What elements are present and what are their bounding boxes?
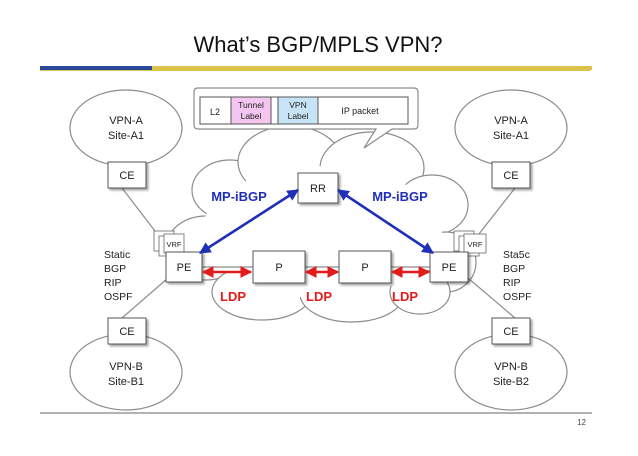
packet-field-l2-label: L2 — [210, 107, 220, 117]
router-pe-left-label: PE — [177, 262, 192, 274]
packet-field-vpn-label — [277, 96, 319, 125]
site-bottom-right-line1: VPN-B — [494, 361, 528, 373]
packet-field-tunnel-label — [230, 96, 272, 125]
ldp-label-right: LDP — [392, 289, 418, 304]
site-oval-top-left — [69, 89, 183, 167]
protocol-right-0: Sta5c — [503, 249, 530, 261]
router-ce-top-left[interactable] — [107, 161, 147, 189]
page-title: What’s BGP/MPLS VPN? — [193, 32, 442, 57]
site-bottom-right-line2: Site-B2 — [493, 376, 529, 388]
router-ce-top-right[interactable] — [491, 161, 531, 189]
protocol-left-3: OSPF — [104, 291, 133, 303]
router-ce-bottom-right-label: CE — [503, 326, 518, 338]
site-bottom-left-line2: Site-B1 — [108, 376, 144, 388]
routing-protocols-right: Sta5c BGP RIP OSPF — [503, 249, 532, 303]
mp-ibgp-label-right: MP-iBGP — [372, 189, 428, 204]
title-bar-yellow — [152, 66, 592, 70]
mp-ibgp-arrow-right — [337, 188, 434, 255]
router-ce-top-right-label: CE — [503, 170, 518, 182]
ldp-label-middle: LDP — [306, 289, 332, 304]
packet-field-ip: IP packet — [341, 106, 379, 116]
protocol-left-1: BGP — [104, 263, 126, 275]
packet-field-vpn-text-1: VPN — [289, 100, 306, 110]
site-top-left-line1: VPN-A — [109, 115, 143, 127]
link-ce-b1-pe-left — [121, 277, 169, 319]
packet-field-tunnel-text-1: Tunnel — [238, 100, 264, 110]
protocol-right-3: OSPF — [503, 291, 532, 303]
mp-ibgp-label-left: MP-iBGP — [211, 189, 267, 204]
protocol-right-2: RIP — [503, 277, 521, 289]
router-rr-label: RR — [310, 183, 326, 195]
mp-ibgp-arrow-left — [199, 188, 299, 255]
router-rr[interactable] — [297, 172, 339, 204]
vrf-left-label: VRF — [167, 240, 182, 249]
page-number: 12 — [577, 418, 586, 427]
router-ce-top-left-label: CE — [119, 170, 134, 182]
router-p-left-label: P — [275, 262, 282, 274]
title-bar-yellow-under — [40, 70, 590, 71]
site-top-right-line2: Site-A1 — [493, 130, 529, 142]
router-pe-right-label: PE — [442, 262, 457, 274]
site-oval-top-right — [454, 89, 568, 167]
site-bottom-left-line1: VPN-B — [109, 361, 143, 373]
router-p-right-label: P — [361, 262, 368, 274]
packet-field-tunnel-text-2: Label — [241, 111, 262, 121]
protocol-right-1: BGP — [503, 263, 525, 275]
vrf-right-label: VRF — [468, 240, 483, 249]
packet-field-vpn-text-2: Label — [288, 111, 309, 121]
router-ce-bottom-left-label: CE — [119, 326, 134, 338]
router-pe-left[interactable] — [165, 251, 203, 283]
router-ce-bottom-right[interactable] — [491, 317, 531, 345]
routing-protocols-left: Static BGP RIP OSPF — [104, 249, 133, 303]
link-ce-b2-pe-right — [467, 277, 516, 319]
router-ce-bottom-left[interactable] — [107, 317, 147, 345]
site-top-left-line2: Site-A1 — [108, 130, 144, 142]
packet-header: L2 Tunnel Label VPN Label IP packet — [199, 96, 409, 125]
site-top-right-line1: VPN-A — [494, 115, 528, 127]
ldp-label-left: LDP — [220, 289, 246, 304]
vrf-stack-right: VRF — [453, 230, 487, 257]
vrf-stack-left: VRF — [153, 230, 185, 257]
router-p-left[interactable] — [252, 250, 306, 284]
protocol-left-2: RIP — [104, 277, 122, 289]
protocol-left-0: Static — [104, 249, 130, 261]
